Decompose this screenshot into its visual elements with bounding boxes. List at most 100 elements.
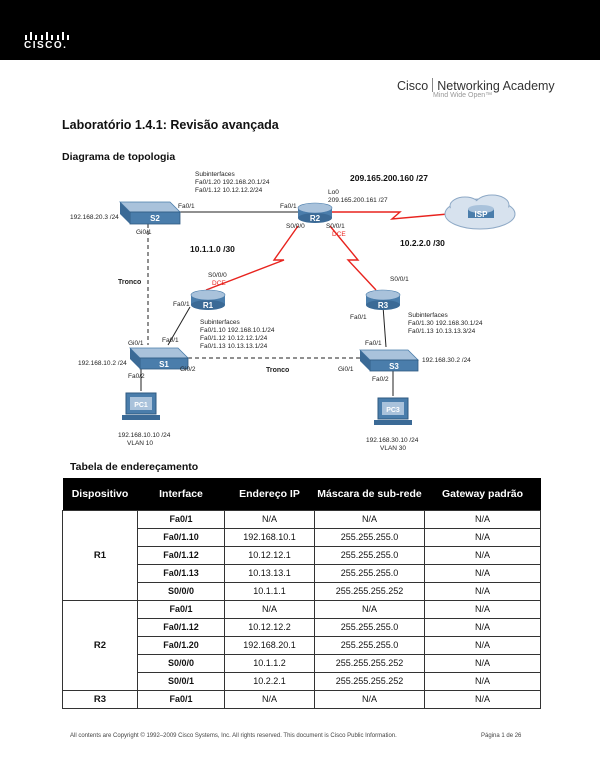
gateway-cell: N/A xyxy=(424,564,541,583)
s2-ip-label: 192.168.20.3 /24 xyxy=(70,214,119,221)
link-r1-s1 xyxy=(167,306,191,346)
pc1-icon: PC1 xyxy=(122,392,160,420)
interface-cell: Fa0/1.10 xyxy=(137,528,225,547)
router-r3-icon: R3 xyxy=(365,289,401,310)
ip-cell: N/A xyxy=(224,510,315,529)
s3-fa1-label: Fa0/1 xyxy=(365,340,382,347)
topology-diagram: S2 R2 ISP R1 R3 S1 xyxy=(70,171,516,452)
ip-cell: 10.12.12.2 xyxy=(224,618,315,637)
device-label-r2: R2 xyxy=(310,214,321,223)
s1-ip-label: 192.168.10.2 /24 xyxy=(78,360,127,367)
cisco-logo: CISCO. xyxy=(24,30,74,52)
device-label-s3: S3 xyxy=(389,362,399,371)
device-cell-r3: R3 xyxy=(62,690,138,709)
gateway-cell: N/A xyxy=(424,618,541,637)
mask-cell: 255.255.255.0 xyxy=(314,636,425,655)
gateway-cell: N/A xyxy=(424,672,541,691)
gateway-cell: N/A xyxy=(424,510,541,529)
link-r3-s3 xyxy=(382,305,387,348)
r1-subinterfaces-title: Subinterfaces xyxy=(200,319,240,326)
footer-page-number: Página 1 de 26 xyxy=(481,733,522,739)
mask-cell: N/A xyxy=(314,510,425,529)
r3-subinterfaces-title: Subinterfaces xyxy=(408,312,448,319)
topology-heading: Diagrama de topologia xyxy=(62,151,176,163)
table-row: Fa0/1.12 10.12.12.1 255.255.255.0 N/A xyxy=(63,546,541,565)
col-header-ip: Endereço IP xyxy=(224,478,315,511)
gateway-cell: N/A xyxy=(424,546,541,565)
switch-s2-icon: S2 xyxy=(119,201,181,225)
r1-fa-label: Fa0/1 xyxy=(173,301,190,308)
cisco-bars-icon xyxy=(25,32,69,40)
s1-gi1-label: Gi0/1 xyxy=(128,340,144,347)
serial-link-r2-r3 xyxy=(329,225,377,291)
device-label-r1: R1 xyxy=(203,301,214,310)
table-row: R2 Fa0/1 N/A N/A N/A xyxy=(62,600,541,691)
gateway-cell: N/A xyxy=(424,528,541,547)
brand-divider xyxy=(432,78,434,92)
interface-cell: Fa0/1.13 xyxy=(137,564,225,583)
device-cell-r2: R2 xyxy=(62,600,138,691)
interface-cell: Fa0/1.12 xyxy=(137,546,225,565)
net-isp-label: 209.165.200.160 /27 xyxy=(350,173,428,183)
serial-link-r1-r2 xyxy=(205,225,299,291)
table-row: S0/0/1 10.2.2.1 255.255.255.252 N/A xyxy=(63,672,541,691)
router-r1-icon: R1 xyxy=(190,289,226,310)
ip-cell: 10.2.2.1 xyxy=(224,672,315,691)
pc1-vlan-label: VLAN 10 xyxy=(127,440,153,447)
r2-s001-label: S0/0/1 xyxy=(326,223,345,230)
mask-cell: N/A xyxy=(314,690,425,709)
mask-cell: 255.255.255.252 xyxy=(314,672,425,691)
academy-tagline: Mind Wide Open™ xyxy=(433,92,493,99)
academy-brand-left: Cisco xyxy=(397,79,429,93)
r1-s000-label: S0/0/0 xyxy=(208,272,227,279)
device-label-pc1: PC1 xyxy=(134,402,148,409)
r2-s000-label: S0/0/0 xyxy=(286,223,305,230)
switch-s3-icon: S3 xyxy=(359,349,419,372)
net-r2-r3-label: 10.2.2.0 /30 xyxy=(400,238,445,248)
pc3-icon: PC3 xyxy=(374,397,412,425)
ip-cell: 10.13.13.1 xyxy=(224,564,315,583)
r2-dce-label: DCE xyxy=(332,231,346,238)
device-label-s1: S1 xyxy=(159,360,169,369)
ip-cell: 10.12.12.1 xyxy=(224,546,315,565)
trunk-label-left: Tronco xyxy=(118,279,141,286)
mask-cell: 255.255.255.0 xyxy=(314,546,425,565)
ip-cell: 10.1.1.1 xyxy=(224,582,315,601)
isp-cloud-icon: ISP xyxy=(444,194,516,230)
interface-cell: S0/0/0 xyxy=(137,582,225,601)
interface-cell: Fa0/1 xyxy=(137,690,225,709)
table-header-row: Dispositivo Interface Endereço IP Máscar… xyxy=(62,478,541,511)
s2-subinterfaces-title: Subinterfaces xyxy=(195,171,235,178)
s1-fa2-label: Fa0/2 xyxy=(128,373,145,380)
mask-cell: 255.255.255.0 xyxy=(314,528,425,547)
r2-lo0-label: Lo0 xyxy=(328,189,339,196)
device-label-pc3: PC3 xyxy=(386,407,400,414)
table-row: Fa0/1.10 192.168.10.1 255.255.255.0 N/A xyxy=(63,528,541,547)
device-cell-r1: R1 xyxy=(62,510,138,601)
s2-gi-label: Gi0/1 xyxy=(136,229,152,236)
gateway-cell: N/A xyxy=(424,654,541,673)
r2-fa-label: Fa0/1 xyxy=(280,203,297,210)
interface-cell: S0/0/0 xyxy=(137,654,225,673)
table-row: Fa0/1.12 10.12.12.2 255.255.255.0 N/A xyxy=(63,618,541,637)
mask-cell: N/A xyxy=(314,600,425,619)
s2-fa-label: Fa0/1 xyxy=(178,203,195,210)
footer-copyright: All contents are Copyright © 1992–2009 C… xyxy=(70,733,397,739)
ip-cell: N/A xyxy=(224,690,315,709)
ip-cell: N/A xyxy=(224,600,315,619)
r3-fa-label: Fa0/1 xyxy=(350,314,367,321)
mask-cell: 255.255.255.0 xyxy=(314,564,425,583)
s3-fa2-label: Fa0/2 xyxy=(372,376,389,383)
s1-gi2-label: Gi0/2 xyxy=(180,366,196,373)
device-label-isp: ISP xyxy=(475,210,489,219)
table-row: R1 Fa0/1 N/A N/A N/A xyxy=(62,510,541,601)
r1-subinterface-3: Fa0/1.13 10.13.13.1/24 xyxy=(200,343,268,350)
r1-subinterface-1: Fa0/1.10 192.168.10.1/24 xyxy=(200,327,275,334)
mask-cell: 255.255.255.0 xyxy=(314,618,425,637)
table-row: Fa0/1.13 10.13.13.1 255.255.255.0 N/A xyxy=(63,564,541,583)
pc3-ip-label: 192.168.30.10 /24 xyxy=(366,437,419,444)
router-r2-icon: R2 xyxy=(297,202,333,223)
mask-cell: 255.255.255.252 xyxy=(314,654,425,673)
interface-cell: Fa0/1 xyxy=(137,510,225,529)
s1-fa-label: Fa0/1 xyxy=(162,337,179,344)
